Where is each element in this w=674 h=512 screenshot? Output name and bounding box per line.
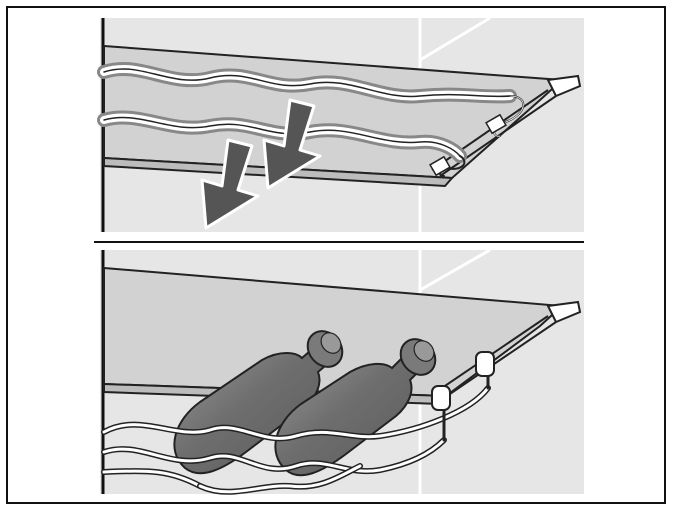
top-panel: [100, 18, 584, 232]
bottom-panel: [100, 250, 584, 494]
